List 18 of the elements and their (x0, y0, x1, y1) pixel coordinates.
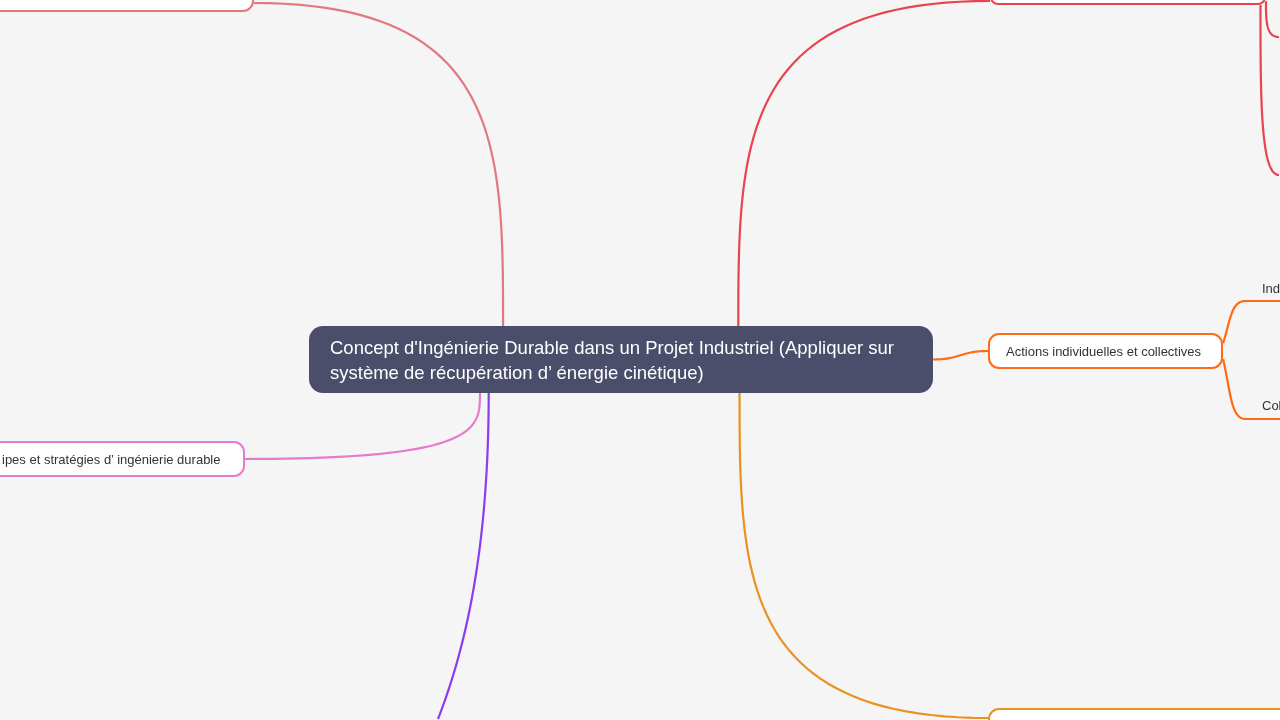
topic-box (0, 441, 245, 477)
central-topic-box (309, 326, 933, 393)
topic-text: Col (1262, 397, 1280, 413)
topic-text: ipes et stratégies d’ ingénierie durable (2, 451, 221, 467)
branch-line (1222, 299, 1247, 344)
branch-line (1264, 1, 1280, 39)
branch-line (254, 1, 505, 326)
topic-box (988, 333, 1224, 369)
branch-line (1222, 358, 1247, 421)
branch-line (1259, 5, 1280, 177)
branch-line (737, 0, 990, 326)
branch-line (436, 393, 490, 720)
branch-line (933, 349, 988, 361)
branch-line (244, 393, 482, 461)
topic-text: Ind (1262, 280, 1280, 296)
topic-text: Concept d'Ingénierie Durable dans un Projet Industriel (Appliquer sur système de récupération d’ énergie cinétique) (330, 335, 895, 385)
topic-text: Actions individuelles et collectives (1006, 343, 1202, 359)
branch-line (738, 393, 988, 720)
